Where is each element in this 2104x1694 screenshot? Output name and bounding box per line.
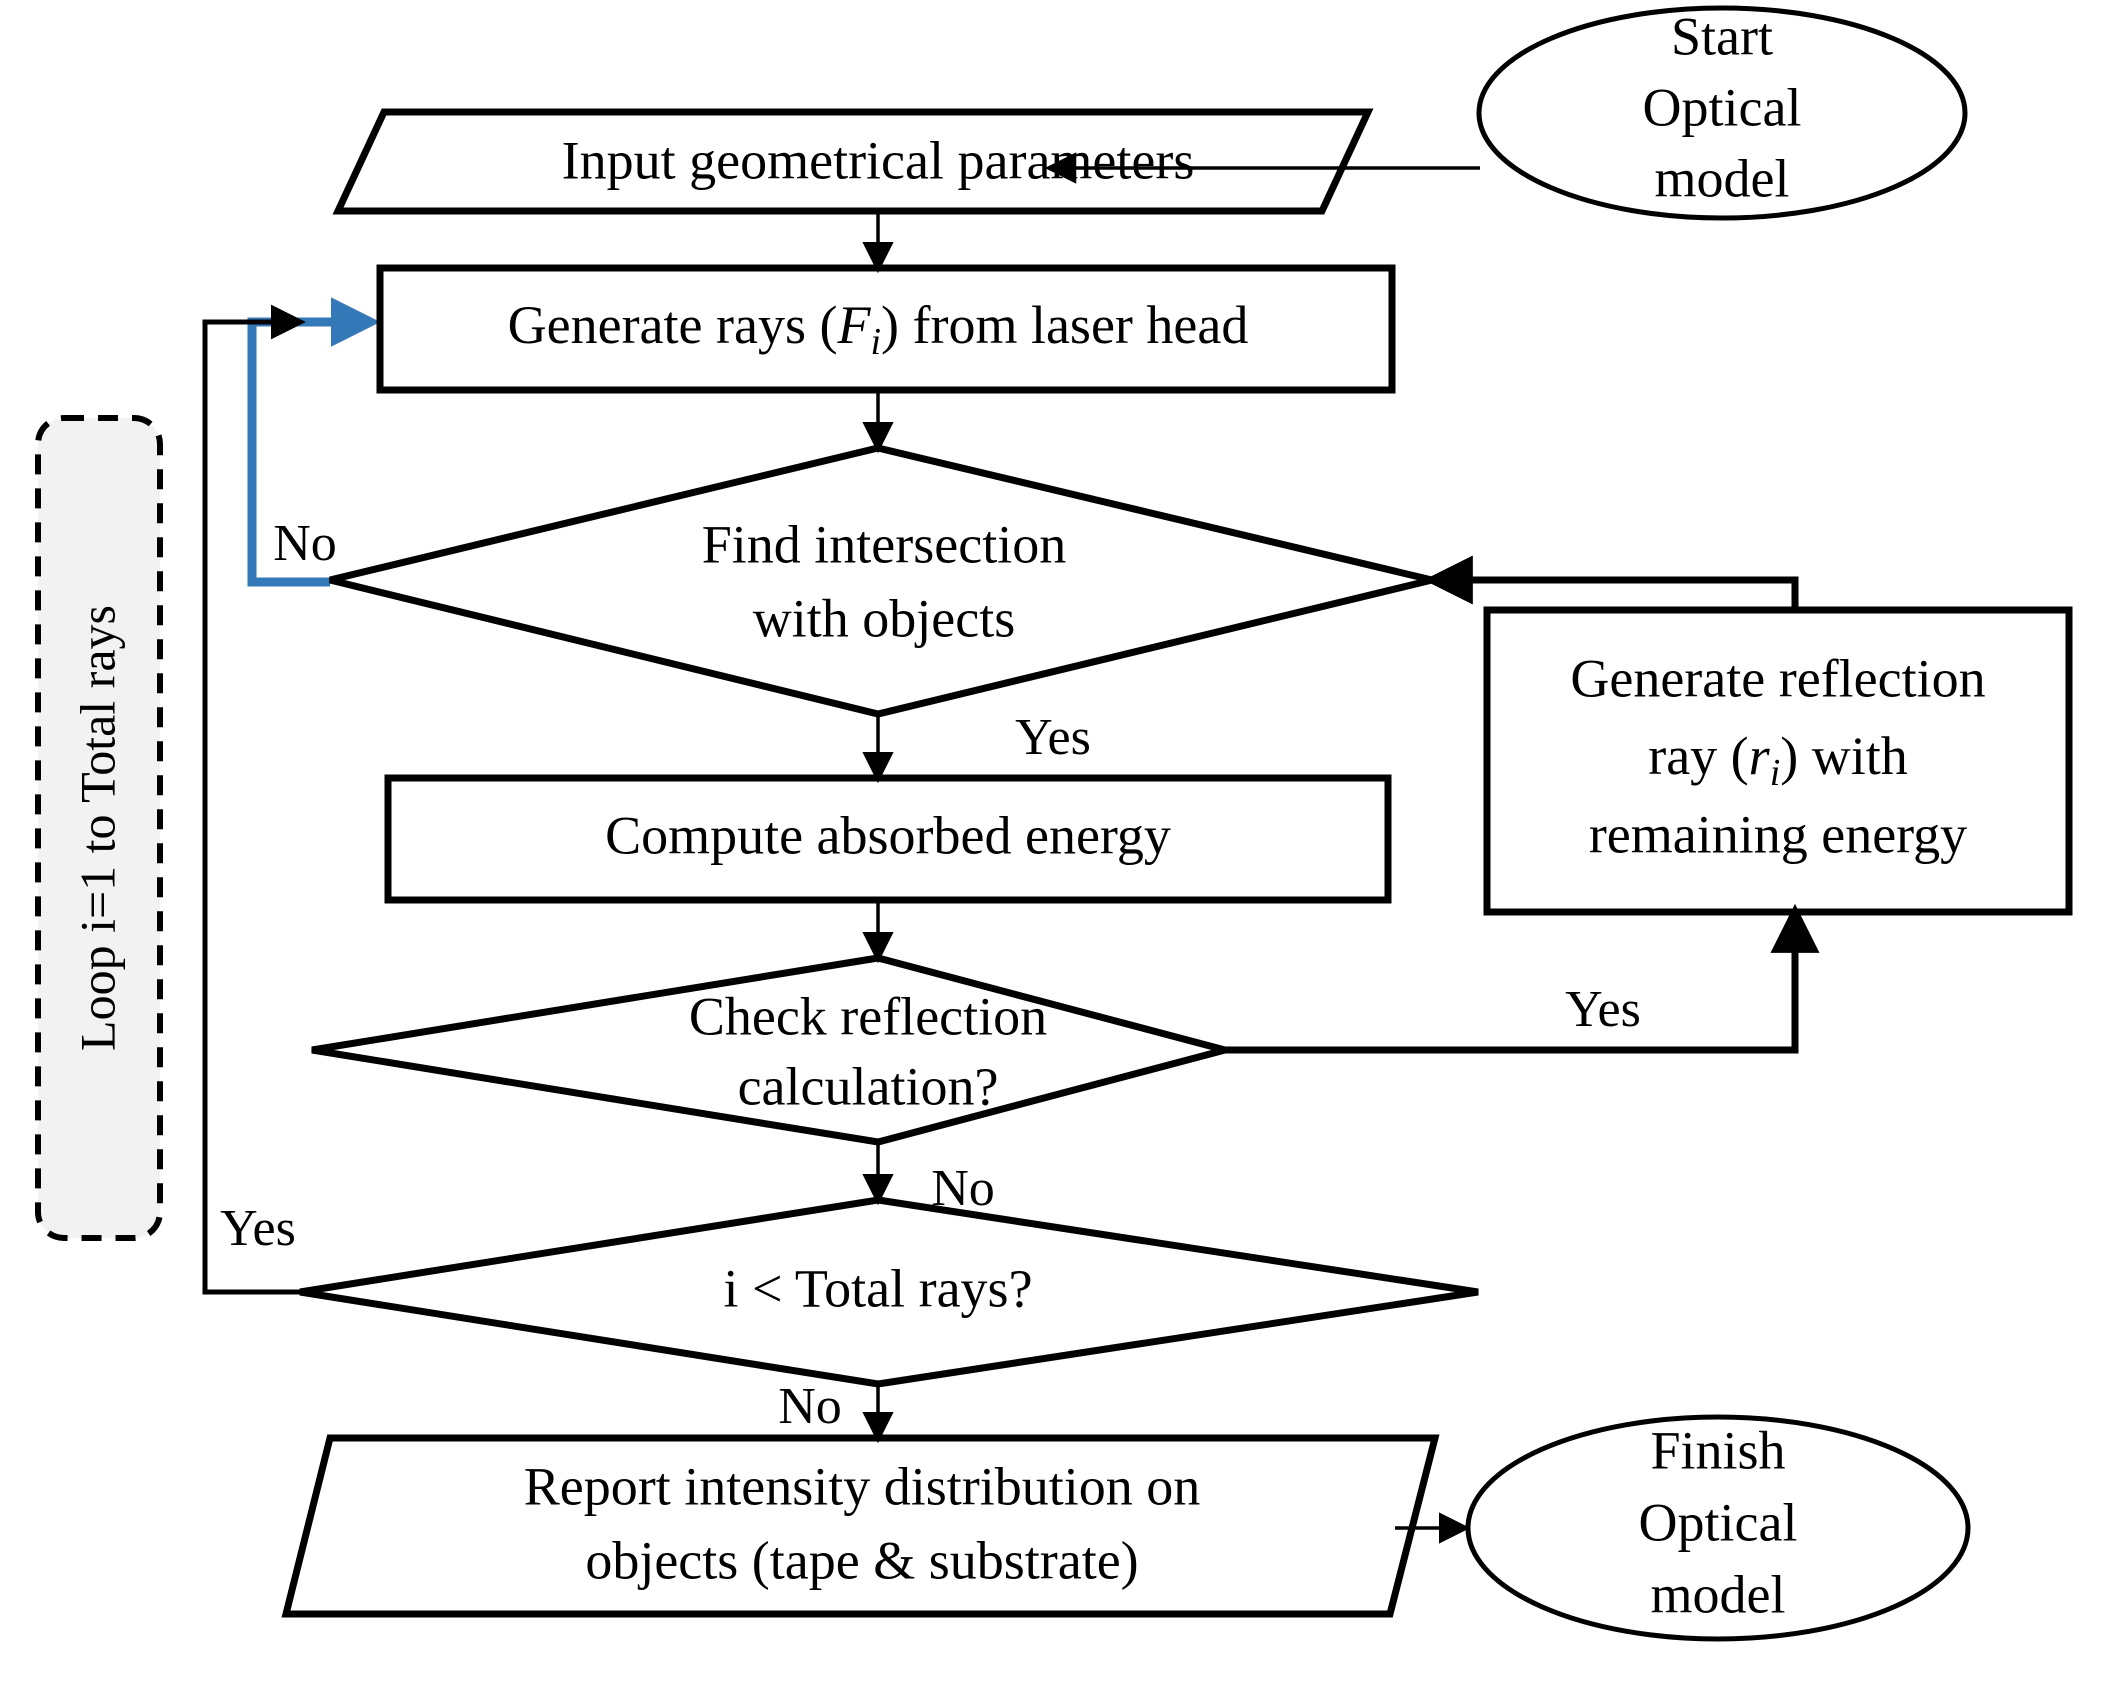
node-input-parameters-label: Input geometrical parameters: [562, 130, 1195, 190]
edge-find-no-loopback: [247, 297, 381, 587]
generate-rays-var: F: [836, 295, 871, 355]
node-find-intersection[interactable]: [329, 444, 1433, 718]
generate-rays-text-pre: Generate rays (: [508, 295, 838, 355]
node-start-line1: Start: [1671, 6, 1773, 66]
node-report-line1: Report intensity distribution on: [524, 1456, 1200, 1516]
edge-check-yes-to-reflection: [1225, 903, 1820, 1054]
edge-label-loopcheck-yes: Yes: [220, 1200, 296, 1257]
generate-rays-text-post: ) from laser head: [881, 295, 1248, 355]
edge-loopcheck-yes-loopback: [202, 304, 306, 1295]
node-finish-line2: Optical: [1639, 1492, 1798, 1552]
node-report[interactable]: [281, 1434, 1440, 1618]
node-start-line2: Optical: [1643, 77, 1802, 137]
node-generate-reflection-line3: remaining energy: [1589, 804, 1967, 864]
node-generate-reflection[interactable]: [1483, 606, 2073, 916]
edge-label-find-yes: Yes: [1015, 709, 1091, 766]
node-start[interactable]: [1476, 5, 1968, 221]
node-generate-reflection-line1: Generate reflection: [1570, 648, 1985, 708]
node-check-reflection-line2: calculation?: [738, 1056, 999, 1116]
node-generate-rays-label: Generate rays (Fi) from laser head: [508, 295, 1249, 362]
reflection-line2-post: ) with: [1780, 726, 1908, 786]
edge-label-check-yes: Yes: [1565, 981, 1641, 1038]
node-compute-energy[interactable]: [384, 774, 1392, 904]
node-compute-energy-label: Compute absorbed energy: [605, 805, 1171, 865]
edge-reflection-to-find: [1423, 555, 1799, 610]
loop-annotation-label: Loop i=1 to Total rays: [69, 605, 125, 1051]
node-generate-reflection-line2: ray (ri) with: [1648, 726, 1908, 793]
node-report-line2: objects (tape & substrate): [585, 1530, 1138, 1590]
reflection-line2-pre: ray (: [1648, 726, 1748, 786]
reflection-var: r: [1749, 726, 1771, 786]
node-finish-line3: model: [1651, 1564, 1786, 1624]
node-start-line3: model: [1655, 148, 1790, 208]
edge-label-check-no: No: [931, 1160, 995, 1217]
reflection-sub: i: [1770, 752, 1781, 794]
loop-annotation-box: [35, 415, 163, 1241]
node-check-reflection[interactable]: [311, 954, 1239, 1146]
node-find-intersection-line2: with objects: [753, 588, 1015, 648]
node-loop-check-label: i < Total rays?: [723, 1258, 1032, 1318]
node-input-parameters[interactable]: [332, 108, 1374, 215]
edge-label-loopcheck-no: No: [778, 1378, 842, 1435]
edge-label-find-no: No: [273, 515, 337, 572]
node-loop-check[interactable]: [299, 1196, 1479, 1388]
generate-rays-sub: i: [870, 321, 881, 363]
node-check-reflection-line1: Check reflection: [689, 986, 1047, 1046]
node-generate-rays[interactable]: [376, 264, 1396, 394]
node-finish-line1: Finish: [1650, 1420, 1785, 1480]
node-finish[interactable]: [1465, 1414, 1971, 1642]
node-find-intersection-line1: Find intersection: [702, 514, 1066, 574]
